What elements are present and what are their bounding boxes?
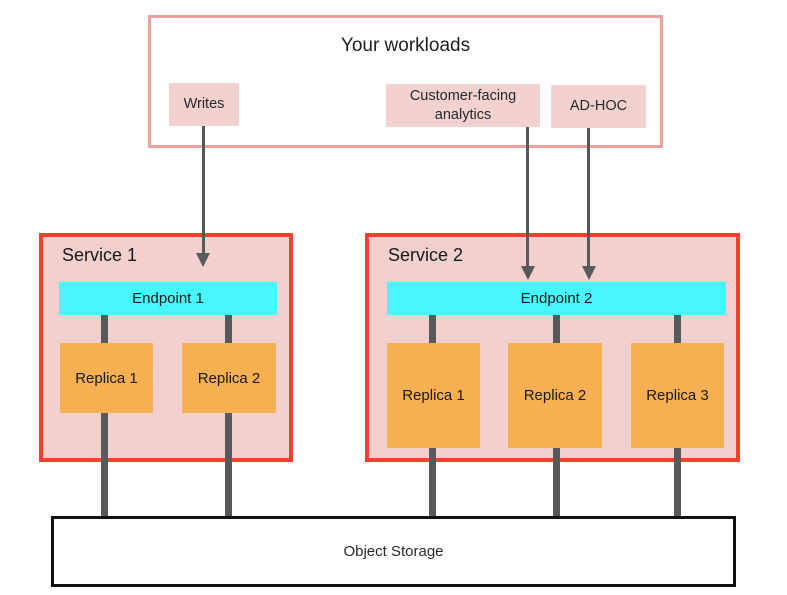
arrow-adhoc-to-service2 [587, 128, 590, 267]
service-2-replica-3: Replica 3 [631, 343, 724, 448]
service-2-endpoint: Endpoint 2 [387, 282, 726, 315]
service-1-replica-2: Replica 2 [182, 343, 276, 413]
object-storage-label: Object Storage [343, 543, 444, 560]
workload-chip-adhoc: AD-HOC [551, 85, 646, 128]
service-2-box: Service 2 Endpoint 2 Replica 1 Replica 2… [365, 233, 740, 462]
workload-chip-analytics: Customer-facing analytics [386, 84, 540, 127]
service-2-replica-2: Replica 2 [508, 343, 602, 448]
service-1-box: Service 1 Endpoint 1 Replica 1 Replica 2 [39, 233, 293, 462]
workload-chip-writes: Writes [169, 83, 239, 126]
service-1-title: Service 1 [62, 245, 138, 265]
arrow-adhoc-arrowhead-icon [582, 266, 596, 280]
pipe-service1-replica2 [225, 315, 232, 517]
object-storage-box: Object Storage [51, 516, 736, 587]
workloads-title: Your workloads [340, 35, 471, 56]
service-2-title: Service 2 [388, 245, 464, 265]
arrow-writes-arrowhead-icon [196, 253, 210, 267]
service-1-replica-1: Replica 1 [60, 343, 153, 413]
pipe-service1-replica1 [101, 315, 108, 517]
service-1-endpoint: Endpoint 1 [59, 282, 277, 315]
arrow-analytics-to-service2 [526, 127, 529, 267]
arrow-analytics-arrowhead-icon [521, 266, 535, 280]
service-2-replica-1: Replica 1 [387, 343, 480, 448]
workloads-box: Your workloads Writes Customer-facing an… [148, 15, 663, 148]
arrow-writes-to-service1 [202, 126, 205, 254]
